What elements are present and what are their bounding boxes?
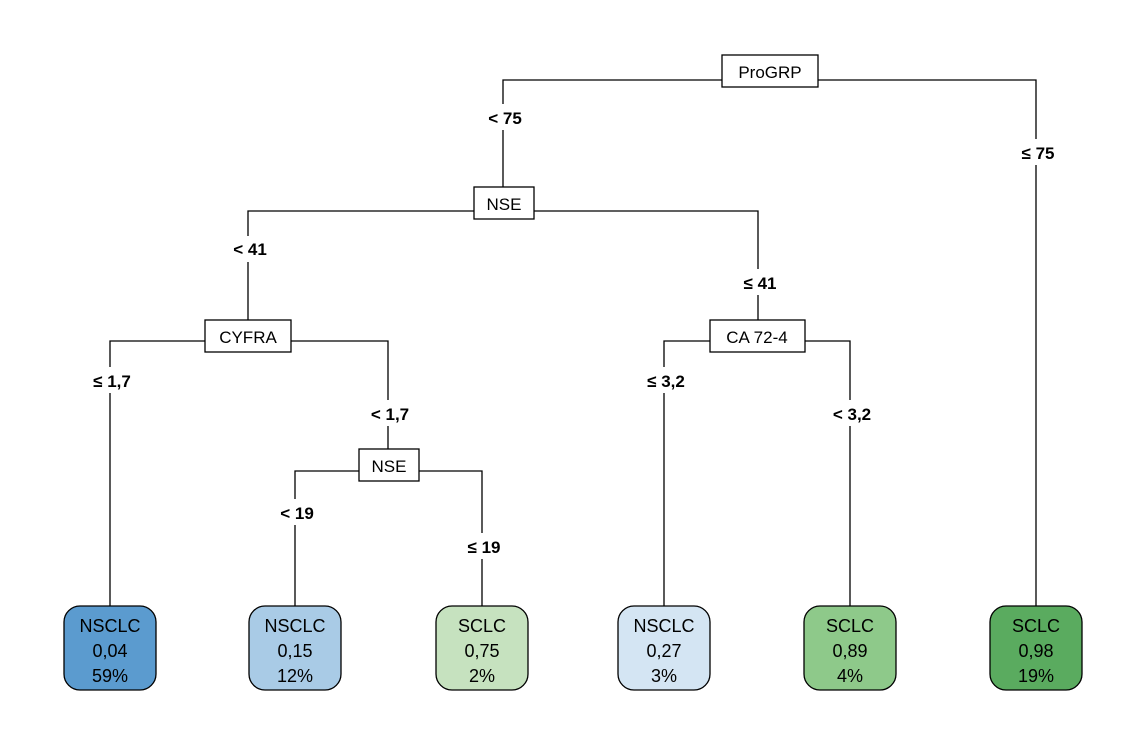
branch-label-root-right: ≤ 75 (1022, 144, 1055, 163)
split-node-label: NSE (487, 195, 522, 214)
leaf-box (63, 605, 157, 691)
branch-label-root-left: < 75 (488, 109, 522, 128)
leaf-percentage: 4% (837, 666, 863, 686)
split-node-progrp: ProGRP (721, 54, 819, 88)
split-node-cyfra: CYFRA (204, 319, 292, 353)
split-node-label: NSE (372, 457, 407, 476)
leaf-percentage: 2% (469, 666, 495, 686)
leaf-node: SCLC 0,98 19% (989, 605, 1083, 691)
edge-nse2-right (419, 470, 483, 610)
branch-label-nse1-left: < 41 (233, 240, 267, 259)
edge-cyfra-left (109, 340, 205, 610)
branch-label-ca724-left: ≤ 3,2 (647, 372, 685, 391)
split-node-label: CA 72-4 (726, 328, 787, 347)
leaf-box (803, 605, 897, 691)
leaf-class-label: NSCLC (264, 616, 325, 636)
branch-label-nse2-right: ≤ 19 (468, 538, 501, 557)
split-node-label: ProGRP (738, 63, 801, 82)
branch-label-cyfra-left: ≤ 1,7 (93, 372, 131, 391)
leaf-box (617, 605, 711, 691)
leaf-class-label: SCLC (826, 616, 874, 636)
split-node-label: CYFRA (219, 328, 277, 347)
split-node-nse-2: NSE (358, 448, 420, 482)
edge-cyfra-right (291, 340, 389, 449)
leaf-box (989, 605, 1083, 691)
leaf-probability: 0,04 (92, 641, 127, 661)
leaf-percentage: 3% (651, 666, 677, 686)
edge-nse1-right (534, 210, 759, 320)
leaf-node: SCLC 0,75 2% (435, 605, 529, 691)
branch-label-cyfra-right: < 1,7 (371, 405, 409, 424)
edge-nse1-left (247, 210, 474, 320)
leaf-probability: 0,15 (277, 641, 312, 661)
edge-ca724-right (805, 340, 851, 610)
leaf-percentage: 19% (1018, 666, 1054, 686)
tree-edges (109, 79, 1037, 610)
branch-label-ca724-right: < 3,2 (833, 405, 871, 424)
leaf-node: NSCLC 0,04 59% (63, 605, 157, 691)
leaf-class-label: SCLC (458, 616, 506, 636)
branch-label-nse2-left: < 19 (280, 504, 314, 523)
branch-label-nse1-right: ≤ 41 (744, 274, 777, 293)
leaf-node: NSCLC 0,15 12% (248, 605, 342, 691)
split-nodes: ProGRP NSE CYFRA CA 72-4 NSE (204, 54, 819, 482)
leaf-class-label: SCLC (1012, 616, 1060, 636)
branch-labels: < 75 ≤ 75 < 41 ≤ 41 ≤ 1,7 < 1,7 ≤ 3,2 < … (85, 104, 1058, 559)
edge-nse2-left (294, 470, 359, 610)
leaf-percentage: 59% (92, 666, 128, 686)
leaf-probability: 0,27 (646, 641, 681, 661)
edge-root-left (502, 79, 722, 187)
edge-root-right (818, 79, 1037, 610)
leaf-node: SCLC 0,89 4% (803, 605, 897, 691)
leaf-class-label: NSCLC (79, 616, 140, 636)
leaf-class-label: NSCLC (633, 616, 694, 636)
split-node-nse-1: NSE (473, 186, 535, 220)
leaf-nodes: NSCLC 0,04 59% NSCLC 0,15 12% SCLC 0,75 2% NSCLC 0… (63, 605, 1083, 691)
edge-ca724-left (663, 340, 710, 610)
leaf-box (435, 605, 529, 691)
split-node-ca724: CA 72-4 (709, 319, 806, 353)
leaf-percentage: 12% (277, 666, 313, 686)
leaf-probability: 0,98 (1018, 641, 1053, 661)
leaf-probability: 0,75 (464, 641, 499, 661)
leaf-node: NSCLC 0,27 3% (617, 605, 711, 691)
leaf-box (248, 605, 342, 691)
leaf-probability: 0,89 (832, 641, 867, 661)
